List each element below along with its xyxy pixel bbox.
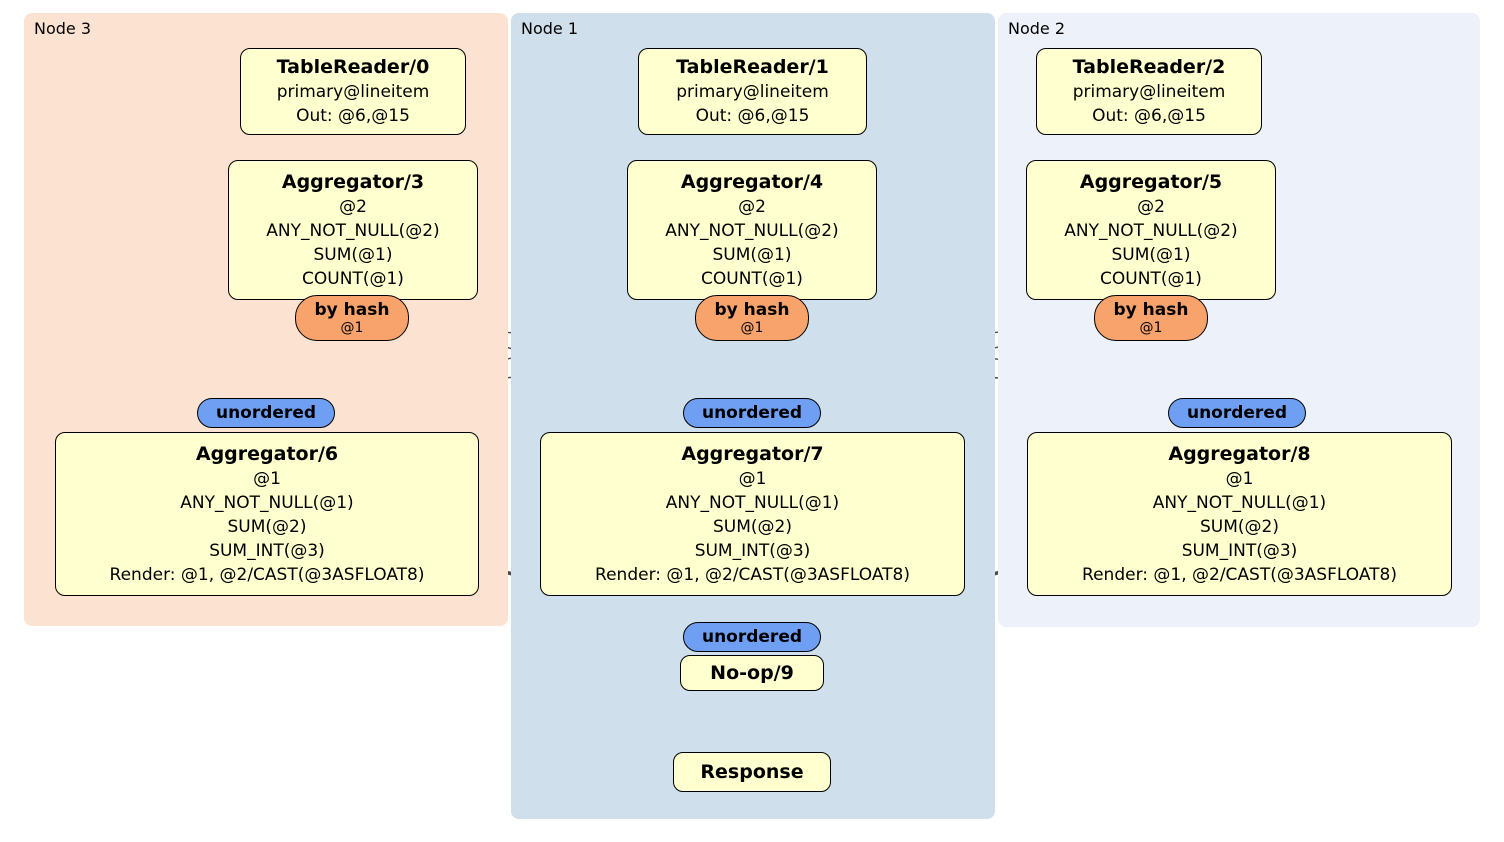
hash-router-node3: by hash@1 — [295, 295, 409, 341]
hash-router-node2: by hash@1 — [1094, 295, 1208, 341]
processor-title: TableReader/0 — [276, 56, 430, 78]
processor-title: Aggregator/3 — [281, 170, 425, 193]
processor-detail-line: SUM(@1) — [1111, 244, 1191, 265]
processor-title: Aggregator/8 — [1168, 442, 1311, 465]
processor-detail-line: COUNT(@1) — [701, 268, 803, 289]
processor-detail-line: primary@lineitem — [1072, 82, 1226, 102]
processor-detail-line: @1 — [1225, 468, 1254, 489]
processor-detail-line: Out: @6,@15 — [1092, 106, 1206, 126]
panel-label-node1: Node 1 — [521, 19, 579, 38]
processor-detail-line: COUNT(@1) — [1100, 268, 1202, 289]
processor-detail-line: COUNT(@1) — [302, 268, 404, 289]
processor-detail-line: @2 — [738, 196, 766, 217]
processor-detail-line: ANY_NOT_NULL(@1) — [1152, 492, 1327, 513]
processor-detail-line: ANY_NOT_NULL(@1) — [180, 492, 354, 513]
router-label: by hash — [314, 300, 390, 320]
unordered-sync-un_n2: unordered — [1168, 398, 1306, 428]
processor-detail-line: SUM(@2) — [713, 516, 792, 537]
processor-title: Aggregator/4 — [680, 170, 824, 193]
unordered-sync-un_n3: unordered — [197, 398, 335, 428]
hash-router-node1: by hash@1 — [695, 295, 809, 341]
panel-label-node2: Node 2 — [1008, 19, 1066, 38]
processor-detail-line: Render: @1, @2/CAST(@3ASFLOAT8) — [595, 564, 910, 585]
router-columns: @1 — [1139, 320, 1163, 336]
processor-detail-line: @1 — [738, 468, 767, 489]
processor-detail-line: SUM(@2) — [227, 516, 307, 537]
processor-detail-line: Out: @6,@15 — [296, 106, 410, 126]
router-label: by hash — [1113, 300, 1189, 320]
processor-detail-line: ANY_NOT_NULL(@2) — [266, 220, 440, 241]
unordered-sync-un_n1: unordered — [683, 398, 821, 428]
processor-detail-line: SUM_INT(@3) — [1181, 540, 1298, 561]
panel-label-node3: Node 3 — [34, 19, 92, 38]
processor-detail-line: @2 — [339, 196, 367, 217]
processor-detail-line: SUM_INT(@3) — [209, 540, 325, 561]
processor-title: No-op/9 — [710, 661, 794, 684]
processor-detail-line: SUM_INT(@3) — [694, 540, 811, 561]
processor-detail-line: primary@lineitem — [676, 82, 829, 102]
processor-detail-line: SUM(@1) — [712, 244, 792, 265]
processor-detail-line: ANY_NOT_NULL(@2) — [1064, 220, 1238, 241]
processor-title: TableReader/2 — [1072, 56, 1226, 78]
processor-detail-line: SUM(@2) — [1200, 516, 1279, 537]
processor-title: Aggregator/5 — [1079, 170, 1223, 193]
processor-detail-line: SUM(@1) — [313, 244, 393, 265]
unordered-sync-un_final: unordered — [683, 622, 821, 652]
processor-detail-line: @1 — [253, 468, 281, 489]
processor-detail-line: Out: @6,@15 — [695, 106, 810, 126]
processor-response: Response — [673, 752, 831, 792]
processor-detail-line: ANY_NOT_NULL(@2) — [665, 220, 839, 241]
router-columns: @1 — [340, 320, 364, 336]
processor-title: Aggregator/7 — [681, 442, 824, 465]
router-columns: @1 — [740, 320, 764, 336]
processor-detail-line: ANY_NOT_NULL(@1) — [665, 492, 840, 513]
processor-detail-line: Render: @1, @2/CAST(@3ASFLOAT8) — [1082, 564, 1397, 585]
processor-title: TableReader/1 — [676, 56, 829, 78]
processor-title: Aggregator/6 — [195, 442, 339, 465]
processor-detail-line: primary@lineitem — [276, 82, 430, 102]
processor-noop9: No-op/9 — [680, 655, 824, 691]
router-label: by hash — [714, 300, 790, 320]
processor-title: Response — [700, 760, 804, 783]
processor-detail-line: @2 — [1137, 196, 1165, 217]
processor-detail-line: Render: @1, @2/CAST(@3ASFLOAT8) — [109, 564, 425, 585]
